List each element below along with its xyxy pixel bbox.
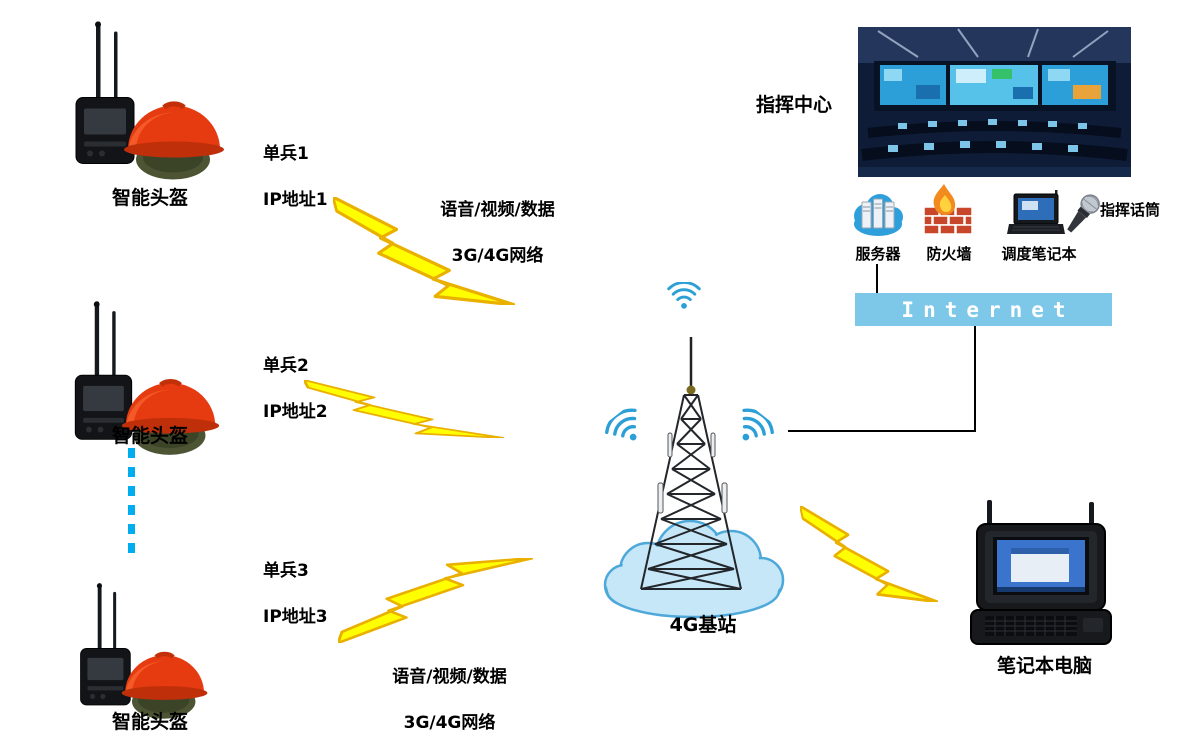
soldier-name: 单兵2 [263, 355, 309, 376]
firewall-label: 防火墙 [926, 245, 972, 263]
link-line1: 语音/视频/数据 [392, 666, 507, 687]
soldier-label: 单兵3 IP地址3 [263, 537, 328, 652]
soldier-name: 单兵3 [263, 560, 309, 581]
lightning-bolt-icon [333, 197, 515, 305]
continuation-dotted-line [128, 448, 135, 553]
soldier-label: 单兵2 IP地址2 [263, 332, 328, 447]
internet-label: Internet [901, 297, 1075, 322]
link-line1: 语音/视频/数据 [440, 199, 555, 220]
microphone-label: 指挥话筒 [1100, 201, 1161, 219]
wifi-signal-icon [742, 408, 774, 441]
internet-tower-connector-horizontal-line [788, 430, 976, 432]
smart-helmet-icon [75, 21, 224, 180]
link-line2: 3G/4G网络 [451, 245, 544, 266]
wifi-signal-icon [605, 408, 637, 441]
lightning-bolt-icon [304, 380, 504, 438]
smart-helmet-icon [74, 301, 220, 455]
command-center-image [858, 27, 1131, 177]
internet-bar: Internet [855, 293, 1112, 326]
server-label: 服务器 [855, 245, 901, 263]
link-line2: 3G/4G网络 [403, 712, 496, 733]
soldier-ip: IP地址2 [263, 401, 328, 422]
internet-tower-connector-vertical-line [974, 326, 976, 432]
network-link-label: 语音/视频/数据 3G/4G网络 [405, 176, 590, 291]
smart-helmet-icon [80, 583, 208, 719]
helmet-label: 智能头盔 [111, 187, 188, 209]
firewall-icon [923, 184, 973, 235]
server-internet-connector-line [876, 264, 878, 293]
dispatch-laptop-icon [1007, 190, 1065, 234]
lightning-bolt-icon [338, 558, 533, 643]
soldier-ip: IP地址3 [263, 606, 328, 627]
cell-tower-icon [603, 337, 785, 619]
dispatch-laptop-label: 调度笔记本 [1001, 245, 1077, 263]
soldier-name: 单兵1 [263, 143, 309, 164]
server-icon [854, 194, 903, 236]
soldier-ip: IP地址1 [263, 189, 328, 210]
wifi-signal-icon [667, 282, 701, 309]
helmet-label: 智能头盔 [111, 711, 188, 733]
command-center-label: 指挥中心 [756, 94, 833, 116]
soldier-label: 单兵1 IP地址1 [263, 120, 328, 235]
helmet-label: 智能头盔 [111, 425, 188, 447]
rugged-laptop-icon [970, 500, 1112, 645]
base-station-label: 4G基站 [669, 614, 737, 636]
network-link-label: 语音/视频/数据 3G/4G网络 [352, 643, 547, 744]
lightning-bolt-icon [800, 506, 938, 602]
laptop-label: 笔记本电脑 [996, 655, 1092, 677]
microphone-icon [1067, 194, 1100, 233]
